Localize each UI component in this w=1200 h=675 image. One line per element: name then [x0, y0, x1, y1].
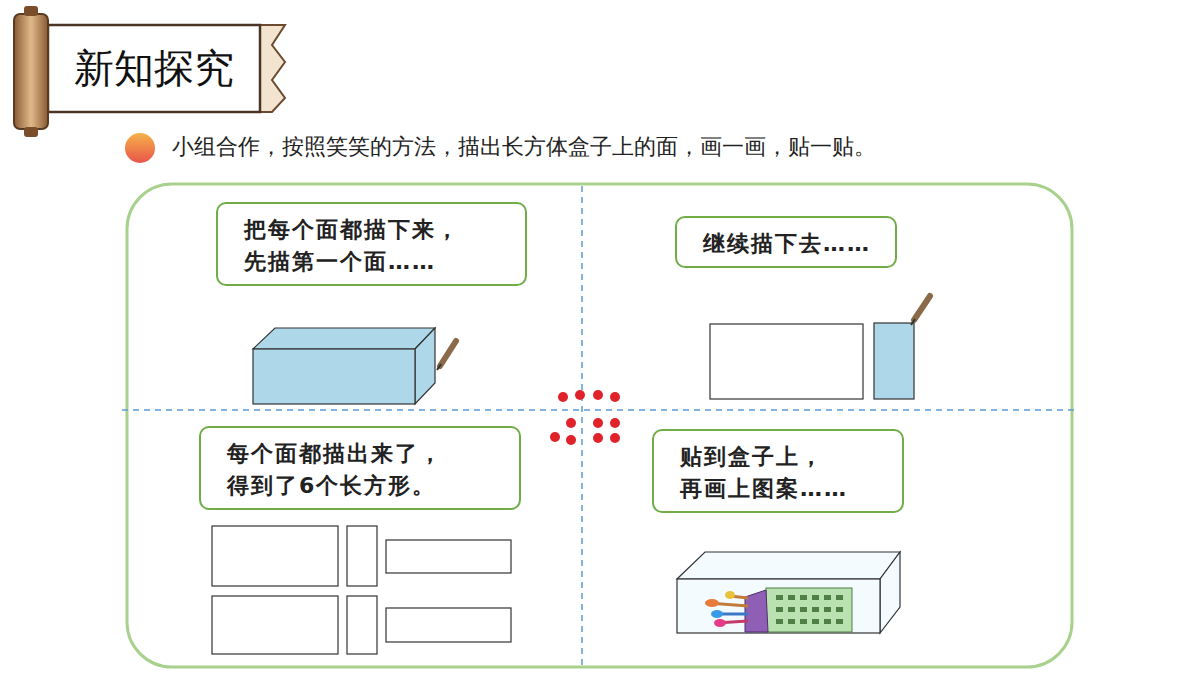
- red-dots-part: [593, 433, 603, 443]
- six-rectangles-part: [347, 596, 377, 654]
- title-banner-part: [14, 14, 48, 129]
- six-rectangles-part: [212, 526, 338, 586]
- box-pattern-part: [725, 591, 735, 599]
- box-pattern-mark: [788, 595, 795, 600]
- pencil-part: [914, 296, 930, 320]
- box-pattern-mark: [836, 607, 843, 612]
- box-pattern-mark: [776, 595, 783, 600]
- red-dots-part: [575, 390, 585, 400]
- blue-face: [874, 323, 914, 399]
- six-rectangles-part: [212, 596, 338, 654]
- divider-lines-part: [122, 409, 1075, 411]
- blue-box-part: [253, 349, 415, 404]
- decorated-box-part: [880, 552, 900, 633]
- red-dots-part: [610, 418, 620, 428]
- box-text: 每个面都描出来了， 得到了6个长方形。: [227, 438, 497, 502]
- pencil-part: [440, 341, 456, 366]
- red-dots-part: [593, 418, 603, 428]
- divider-lines-part: [581, 186, 583, 665]
- box-pattern-mark: [836, 595, 843, 600]
- pencil: [911, 296, 930, 325]
- box-pattern-mark: [824, 607, 831, 612]
- box-pattern-mark: [812, 595, 819, 600]
- divider-lines: [122, 186, 1075, 665]
- pencil-part: [437, 364, 441, 370]
- speech-box: 贴到盒子上， 再画上图案……: [652, 429, 904, 513]
- red-dots-part: [593, 390, 603, 400]
- red-dots-part: [566, 418, 576, 428]
- instruction-text: 小组合作，按照笑笑的方法，描出长方体盒子上的面，画一画，贴一贴。: [172, 134, 876, 160]
- blue-box-part: [415, 328, 435, 404]
- box-text: 把每个面都描下来， 先描第一个面……: [244, 214, 503, 278]
- box-pattern-part: [705, 599, 719, 607]
- bullet-dot: [125, 133, 155, 163]
- box-pattern-mark: [800, 619, 807, 624]
- title-banner-part: [24, 6, 38, 16]
- red-dots: [550, 390, 620, 445]
- pencil-part: [911, 319, 915, 325]
- red-dots-part: [610, 433, 620, 443]
- title-banner-part: [24, 127, 38, 137]
- speech-box: 把每个面都描下来， 先描第一个面……: [216, 202, 527, 286]
- box-pattern-part: [711, 610, 723, 618]
- box-text: 继续描下去……: [703, 228, 873, 260]
- title-text: 新知探究: [74, 48, 234, 88]
- red-dots-part: [558, 392, 568, 402]
- box-pattern-mark: [812, 619, 819, 624]
- box-pattern-mark: [824, 595, 831, 600]
- panel-frame: [127, 184, 1072, 667]
- box-pattern-mark: [776, 607, 783, 612]
- box-pattern-mark: [836, 619, 843, 624]
- blue-box: [253, 328, 435, 404]
- title-banner: [14, 6, 285, 137]
- decorated-box-part: [677, 552, 900, 579]
- decorated-box: [677, 552, 900, 633]
- six-rectangles-part: [386, 608, 511, 642]
- pencil: [437, 341, 456, 370]
- red-dots-part: [610, 392, 620, 402]
- box-pattern-mark: [824, 619, 831, 624]
- speech-box: 继续描下去……: [675, 216, 897, 268]
- box-pattern-mark: [800, 607, 807, 612]
- box-pattern-mark: [812, 607, 819, 612]
- six-rectangles-part: [347, 526, 377, 586]
- red-dots-part: [550, 432, 560, 442]
- box-pattern-part: [745, 590, 768, 632]
- six-rectangles: [212, 526, 511, 654]
- title-banner-part: [48, 25, 260, 112]
- blue-box-part: [253, 328, 435, 349]
- box-text: 贴到盒子上， 再画上图案……: [680, 441, 880, 505]
- red-dots-part: [566, 435, 576, 445]
- six-rectangles-part: [386, 540, 511, 573]
- box-pattern-mark: [788, 607, 795, 612]
- box-pattern-mark: [788, 619, 795, 624]
- decorated-box-part: [677, 579, 880, 633]
- traced-face: [710, 324, 863, 399]
- box-pattern-part: [766, 588, 852, 632]
- box-pattern-mark: [776, 619, 783, 624]
- speech-box: 每个面都描出来了， 得到了6个长方形。: [199, 426, 521, 510]
- box-pattern: [705, 588, 852, 632]
- box-pattern-part: [714, 619, 726, 627]
- box-pattern-part: [776, 595, 843, 624]
- box-pattern-mark: [800, 595, 807, 600]
